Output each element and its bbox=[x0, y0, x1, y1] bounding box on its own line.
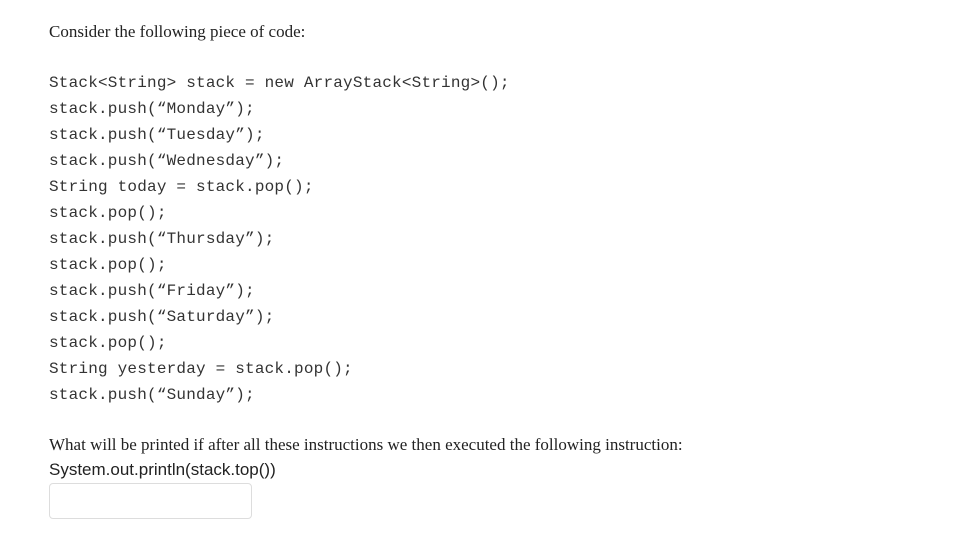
code-line: stack.push(“Thursday”); bbox=[49, 230, 275, 248]
code-line: stack.push(“Wednesday”); bbox=[49, 152, 285, 170]
instruction-code: System.out.println(stack.top()) bbox=[49, 460, 276, 479]
question-prompt: What will be printed if after all these … bbox=[49, 435, 683, 454]
code-line: stack.pop(); bbox=[49, 334, 167, 352]
code-line: String today = stack.pop(); bbox=[49, 178, 314, 196]
code-line: stack.pop(); bbox=[49, 256, 167, 274]
code-line: stack.pop(); bbox=[49, 204, 167, 222]
code-line: stack.push(“Saturday”); bbox=[49, 308, 275, 326]
code-line: Stack<String> stack = new ArrayStack<Str… bbox=[49, 74, 510, 92]
code-line: stack.push(“Sunday”); bbox=[49, 386, 255, 404]
question-intro: Consider the following piece of code: bbox=[49, 22, 306, 41]
code-line: stack.push(“Tuesday”); bbox=[49, 126, 265, 144]
answer-input[interactable] bbox=[49, 483, 252, 519]
code-line: stack.push(“Friday”); bbox=[49, 282, 255, 300]
code-line: String yesterday = stack.pop(); bbox=[49, 360, 353, 378]
code-line: stack.push(“Monday”); bbox=[49, 100, 255, 118]
code-block: Stack<String> stack = new ArrayStack<Str… bbox=[49, 70, 510, 408]
